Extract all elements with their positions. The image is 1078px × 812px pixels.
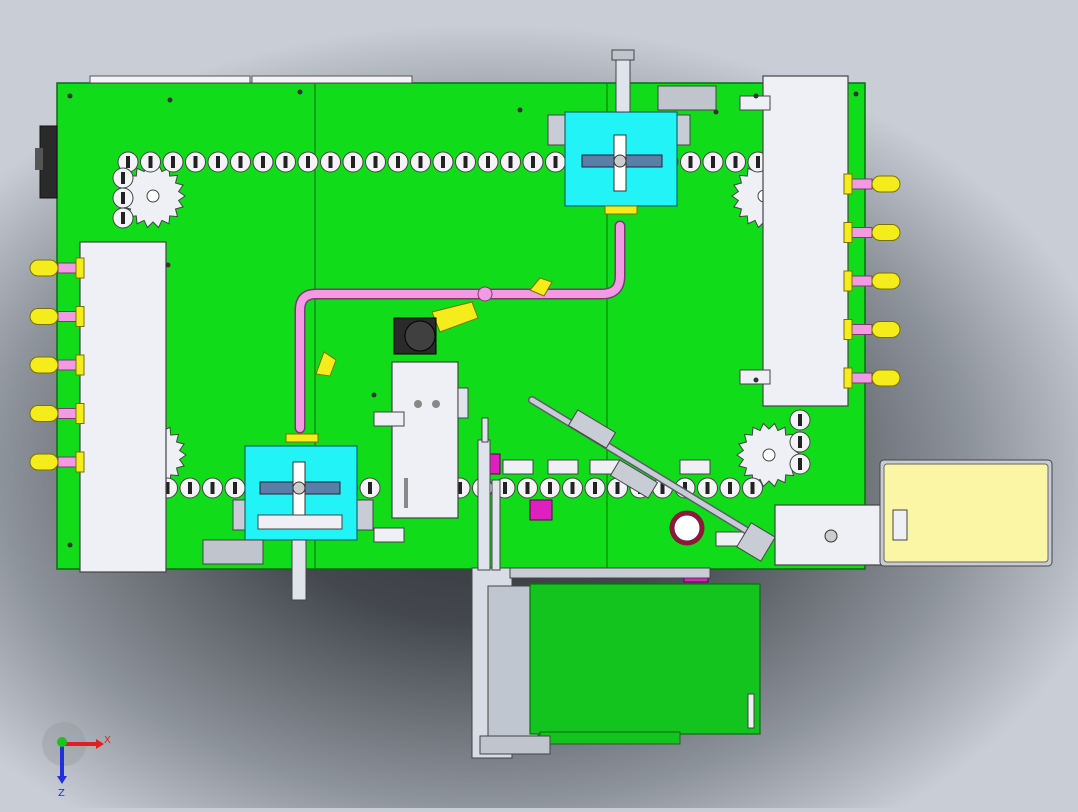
chain-link (359, 477, 381, 499)
coordinate-triad: X Z (42, 722, 111, 799)
x-axis-label: X (104, 735, 111, 746)
nozzle (843, 222, 901, 243)
screw-hole (371, 392, 377, 398)
screw-hole (67, 93, 73, 99)
center-block (391, 361, 459, 519)
right-manifold (762, 75, 849, 407)
chain-link (789, 431, 811, 453)
chain-link (697, 477, 718, 499)
chain-link (252, 151, 274, 173)
rod-clamp-2 (609, 459, 659, 499)
nozzle (29, 354, 85, 376)
nozzle (29, 257, 85, 279)
chain-link (789, 409, 811, 431)
top-cyan-assembly (547, 49, 717, 215)
left-manifold (79, 241, 167, 573)
chain-link (719, 477, 741, 499)
screw-hole (853, 91, 859, 97)
chain-link (112, 167, 134, 189)
mounting-bracket (739, 369, 771, 385)
screw-hole (297, 89, 303, 95)
bottom-cyan-assembly (202, 433, 374, 601)
chain-link (725, 151, 746, 173)
chain-link (680, 151, 701, 173)
chain-link (342, 151, 364, 173)
nozzle (29, 403, 85, 424)
chain-link (522, 151, 544, 173)
chain-link (545, 151, 566, 173)
screw-hole (167, 97, 173, 103)
yellow-elbow-2 (315, 351, 337, 377)
top-strip-right (251, 75, 413, 84)
vertical-guide (477, 439, 491, 571)
mounting-bracket (679, 459, 711, 475)
rod-clamp-3 (736, 522, 776, 562)
chain-link (162, 151, 184, 173)
chain-link (500, 151, 521, 173)
rod-clamp-1 (567, 409, 617, 449)
screw-hole (67, 542, 73, 548)
chain-link (112, 207, 134, 229)
pipe-joint (477, 286, 493, 302)
chain-link (517, 477, 538, 499)
chain-link (275, 151, 296, 173)
z-axis-label: Z (58, 788, 65, 799)
screw-hole (713, 109, 719, 115)
chain-link (539, 477, 561, 499)
chain-link (207, 151, 229, 173)
chain-link (140, 151, 161, 173)
round-port (669, 510, 705, 546)
chain-link (297, 151, 319, 173)
chain-link (224, 477, 246, 499)
chain-link (202, 477, 223, 499)
chain-link (179, 477, 201, 499)
chain-link (432, 151, 454, 173)
screw-hole (165, 262, 171, 268)
screw-hole (753, 377, 759, 383)
chain-link (455, 151, 476, 173)
chain-link (742, 477, 763, 499)
chain-link (230, 151, 251, 173)
chain-link (789, 453, 811, 475)
nozzle (29, 451, 85, 473)
nozzle (843, 173, 901, 195)
nozzle (29, 306, 85, 327)
chain-link (562, 477, 583, 499)
sprocket (736, 422, 802, 488)
chain-link (320, 151, 341, 173)
mounting-bracket (373, 411, 405, 427)
chain-link (112, 187, 134, 209)
chain-link (584, 477, 606, 499)
chain-link (365, 151, 386, 173)
chain-link (185, 151, 206, 173)
nozzle (843, 367, 901, 389)
bottom-conveyor (471, 567, 761, 759)
chain-link (410, 151, 431, 173)
chain-link (387, 151, 409, 173)
yellow-elbow-3 (431, 301, 479, 333)
top-strip-left (89, 75, 251, 84)
nozzle (843, 270, 901, 292)
sprocket (120, 163, 186, 229)
chain-link (477, 151, 499, 173)
screw-hole (753, 93, 759, 99)
mounting-bracket (502, 459, 534, 475)
nozzle (843, 319, 901, 340)
mounting-bracket (547, 459, 579, 475)
screw-hole (517, 107, 523, 113)
magenta-part-2 (529, 499, 553, 521)
chain-link (702, 151, 724, 173)
mounting-bracket (373, 527, 405, 543)
yellow-elbow-1 (529, 277, 553, 297)
